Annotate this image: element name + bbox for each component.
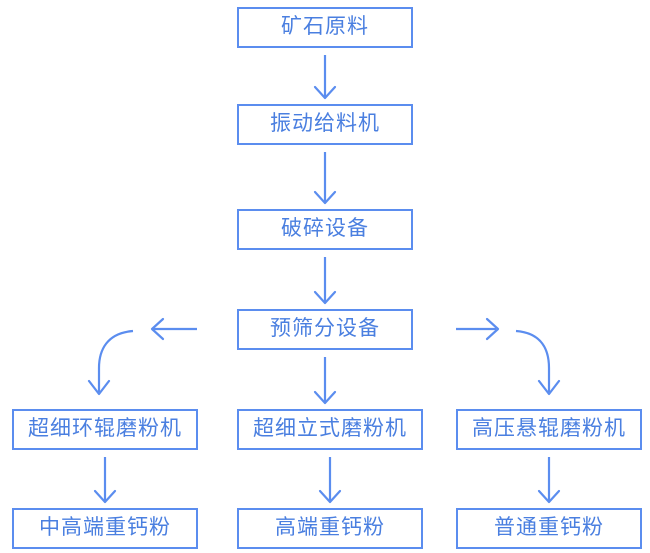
node-pre-screening-equipment[interactable]: 预筛分设备: [237, 309, 413, 350]
node-label-high-pressure-suspension-roller-mill: 高压悬辊磨粉机: [472, 417, 626, 440]
node-raw-ore[interactable]: 矿石原料: [237, 7, 413, 48]
edge-pre-screening-arrow-left: [150, 317, 197, 341]
node-high-pressure-suspension-roller-mill[interactable]: 高压悬辊磨粉机: [456, 409, 642, 450]
node-vibrating-feeder[interactable]: 振动给料机: [237, 104, 413, 145]
node-label-vibrating-feeder: 振动给料机: [270, 112, 380, 135]
edge-raw-ore-to-vibrating-feeder: [313, 55, 337, 100]
node-label-mid-high-end-heavy-calcium-powder: 中高端重钙粉: [39, 516, 171, 539]
node-crushing-equipment[interactable]: 破碎设备: [237, 209, 413, 250]
edge-pre-screening-arrow-right: [456, 317, 500, 341]
edge-curve-down-left-to-ultrafine-ring-roller-mill: [87, 329, 134, 396]
node-label-crushing-equipment: 破碎设备: [281, 217, 369, 240]
edge-high-pressure-suspension-roller-mill-to-ordinary: [537, 457, 561, 504]
edge-ultrafine-vertical-mill-to-high-end: [318, 457, 342, 504]
node-label-ultrafine-vertical-mill: 超细立式磨粉机: [253, 417, 407, 440]
edge-ultrafine-ring-roller-mill-to-mid-high-end: [93, 457, 117, 504]
edge-curve-down-right-to-high-pressure-suspension-roller-mill: [515, 329, 561, 396]
node-ultrafine-ring-roller-mill[interactable]: 超细环辊磨粉机: [12, 409, 198, 450]
edge-vibrating-feeder-to-crushing-equipment: [313, 152, 337, 205]
node-label-raw-ore: 矿石原料: [281, 15, 369, 38]
node-label-ultrafine-ring-roller-mill: 超细环辊磨粉机: [28, 417, 182, 440]
node-ultrafine-vertical-mill[interactable]: 超细立式磨粉机: [237, 409, 423, 450]
edge-pre-screening-to-ultrafine-vertical-mill: [313, 357, 337, 405]
node-label-high-end-heavy-calcium-powder: 高端重钙粉: [275, 516, 385, 539]
node-ordinary-heavy-calcium-powder[interactable]: 普通重钙粉: [456, 508, 642, 549]
edge-crushing-equipment-to-pre-screening-equipment: [313, 257, 337, 305]
node-label-pre-screening-equipment: 预筛分设备: [270, 317, 380, 340]
node-high-end-heavy-calcium-powder[interactable]: 高端重钙粉: [237, 508, 423, 549]
node-mid-high-end-heavy-calcium-powder[interactable]: 中高端重钙粉: [12, 508, 198, 549]
node-label-ordinary-heavy-calcium-powder: 普通重钙粉: [494, 516, 604, 539]
